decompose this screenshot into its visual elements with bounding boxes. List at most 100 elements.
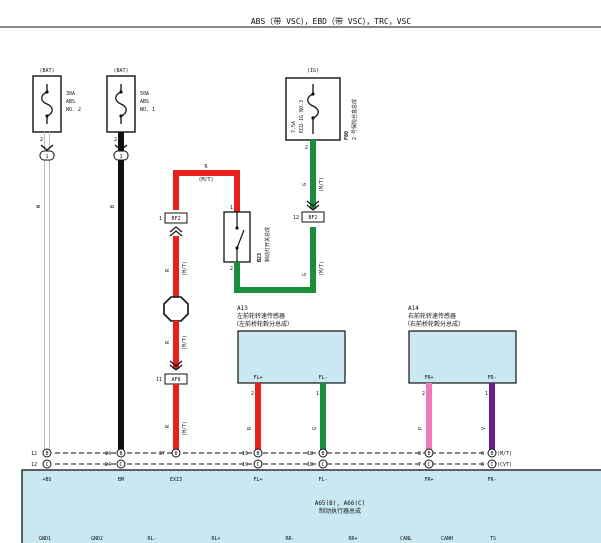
sensor-a14: A14 右前轮转速传感器 （右前桥轮毂分总成） FR+ FR- [404,305,517,384]
sensor-pin-num: 2 [251,391,254,397]
fuse-icon [307,84,319,134]
pin-num: 6 [481,462,484,468]
wire-route: (M/T) [182,335,188,350]
fuse-pin: 2 [114,137,117,143]
wire-code: V [481,427,487,430]
pin-letter: B [321,451,324,457]
pin-letter: B [427,451,430,457]
connector-bf2-left [164,212,188,224]
stop-light-switch: 1 2 B23 制动灯开关总成 [223,205,271,272]
wire-code: R [204,164,208,170]
fuse-supply: (BAT) [113,68,128,74]
wire-r-top [173,170,240,212]
ecu-pin-label: FR- [487,477,496,483]
pin-num: 24 [105,462,111,468]
wire-code: W [36,204,42,208]
pin-b-fl-plus [253,448,263,458]
ecu-title-name: 制动执行器总成 [319,507,361,515]
pin-c-fl-plus [253,459,263,469]
ecu-pin-label: RR+ [348,536,357,542]
row-note: (CVT) [497,462,512,468]
wire-code: G [302,183,308,186]
pin-c-fr-minus [487,459,497,469]
wire-code: G [312,427,318,430]
wire-route: (M/T) [319,261,325,276]
fuse-box-desc: 2 号保险丝盒总成 [351,99,358,140]
sensor-name: 右前轮转速传感器 [408,312,456,320]
sensor-sub: （左前桥轮毂分总成） [233,320,293,328]
connector-label: BF2 [171,216,180,222]
ecu-pin-label: RR- [285,536,294,542]
pin-c-bs [42,459,52,469]
sensor-pin-num: 2 [422,391,425,397]
fuse-line2: ABS [140,99,149,105]
wire-code: R [165,340,171,344]
pin-b-fr-minus [487,448,497,458]
switch-pin-bottom: 2 [230,266,233,272]
pin-letter: C [256,462,259,468]
sensor-name: 左前轮转速传感器 [237,312,285,320]
pin-letter: B [45,451,48,457]
fuse-ecu-ig-no3: (IG) 7.5A ECU-IG NO.3 F80 2 号保险丝盒总成 2 [285,68,358,151]
pin-num: 18 [307,462,313,468]
wire-route: (M/T) [182,261,188,276]
wire-route: (M/T) [319,177,325,192]
fuse-rating: 30A [66,91,75,97]
connector-pin: 1 [159,216,162,222]
connector-pin: 11 [156,377,162,383]
pin-letter: C [321,462,324,468]
pin-letter: B [174,451,177,457]
ecu-pin-label: TS [490,536,496,542]
pin-num: 8 [418,451,421,457]
pin-num: 6 [481,451,484,457]
wire-code: R [247,426,253,430]
splice-octagon [163,296,189,322]
fuse-line3: NO. 1 [140,107,155,113]
pin-num: 12 [31,451,37,457]
sensor-pin-num: 1 [485,391,488,397]
wire-code: G [302,273,308,276]
fuse-box-code: F80 [344,131,350,140]
fuse-line2: ABS [66,99,75,105]
ecu-pin-label: RL- [147,536,156,542]
connector-label: BF2 [308,215,317,221]
connector-bf2-right [301,211,325,223]
ecu-pin-label: CANL [400,536,412,542]
ecu-pin-label: +BS [42,477,51,483]
fuse-pin: 2 [305,145,308,151]
fuse-supply: (BAT) [39,68,54,74]
pin-num: 12 [31,462,37,468]
junction-label: 1 [45,154,48,160]
fuse-rating: 50A [140,91,149,97]
pin-b-exi3 [171,448,181,458]
fuse-supply: (IG) [307,68,319,74]
pin-b-bs [42,448,52,458]
pin-letter: B [490,451,493,457]
pin-num: 27 [159,451,165,457]
ecu-pin-label: RL+ [211,536,220,542]
fuse-line3: NO. 2 [66,107,81,113]
pin-letter: C [427,462,430,468]
sensor-code: A14 [408,305,419,312]
sensor-pin-minus: FL- [318,375,327,381]
junction-label: 1 [119,154,122,160]
switch-name: 制动灯开关总成 [264,227,271,262]
wire-route: (M/T) [198,177,213,183]
fuse-icon [115,84,127,124]
ecu-title-code: A65(B), A66(C) [315,500,366,507]
fuse-abs-no1: (BAT) 50A ABS NO. 1 2 [106,68,155,143]
fuse-rating: 7.5A [291,121,297,133]
pin-num: 19 [242,462,248,468]
ecu-pin-label: FL- [318,477,327,483]
fuse-icon [41,84,53,124]
pin-c-fl-minus [318,459,328,469]
fuse-abs-no2: (BAT) 30A ABS NO. 2 2 [32,68,81,143]
pin-b-fl-minus [318,448,328,458]
wire-route: (M/T) [182,421,188,436]
sensor-a13: A13 左前轮转速传感器 （左前桥轮毂分总成） FL+ FL- [233,305,346,384]
sensor-pin-num: 1 [316,391,319,397]
wire-code: R [165,268,171,272]
sensor-pin-minus: FR- [487,375,496,381]
sensor-pin-plus: FL+ [253,375,262,381]
